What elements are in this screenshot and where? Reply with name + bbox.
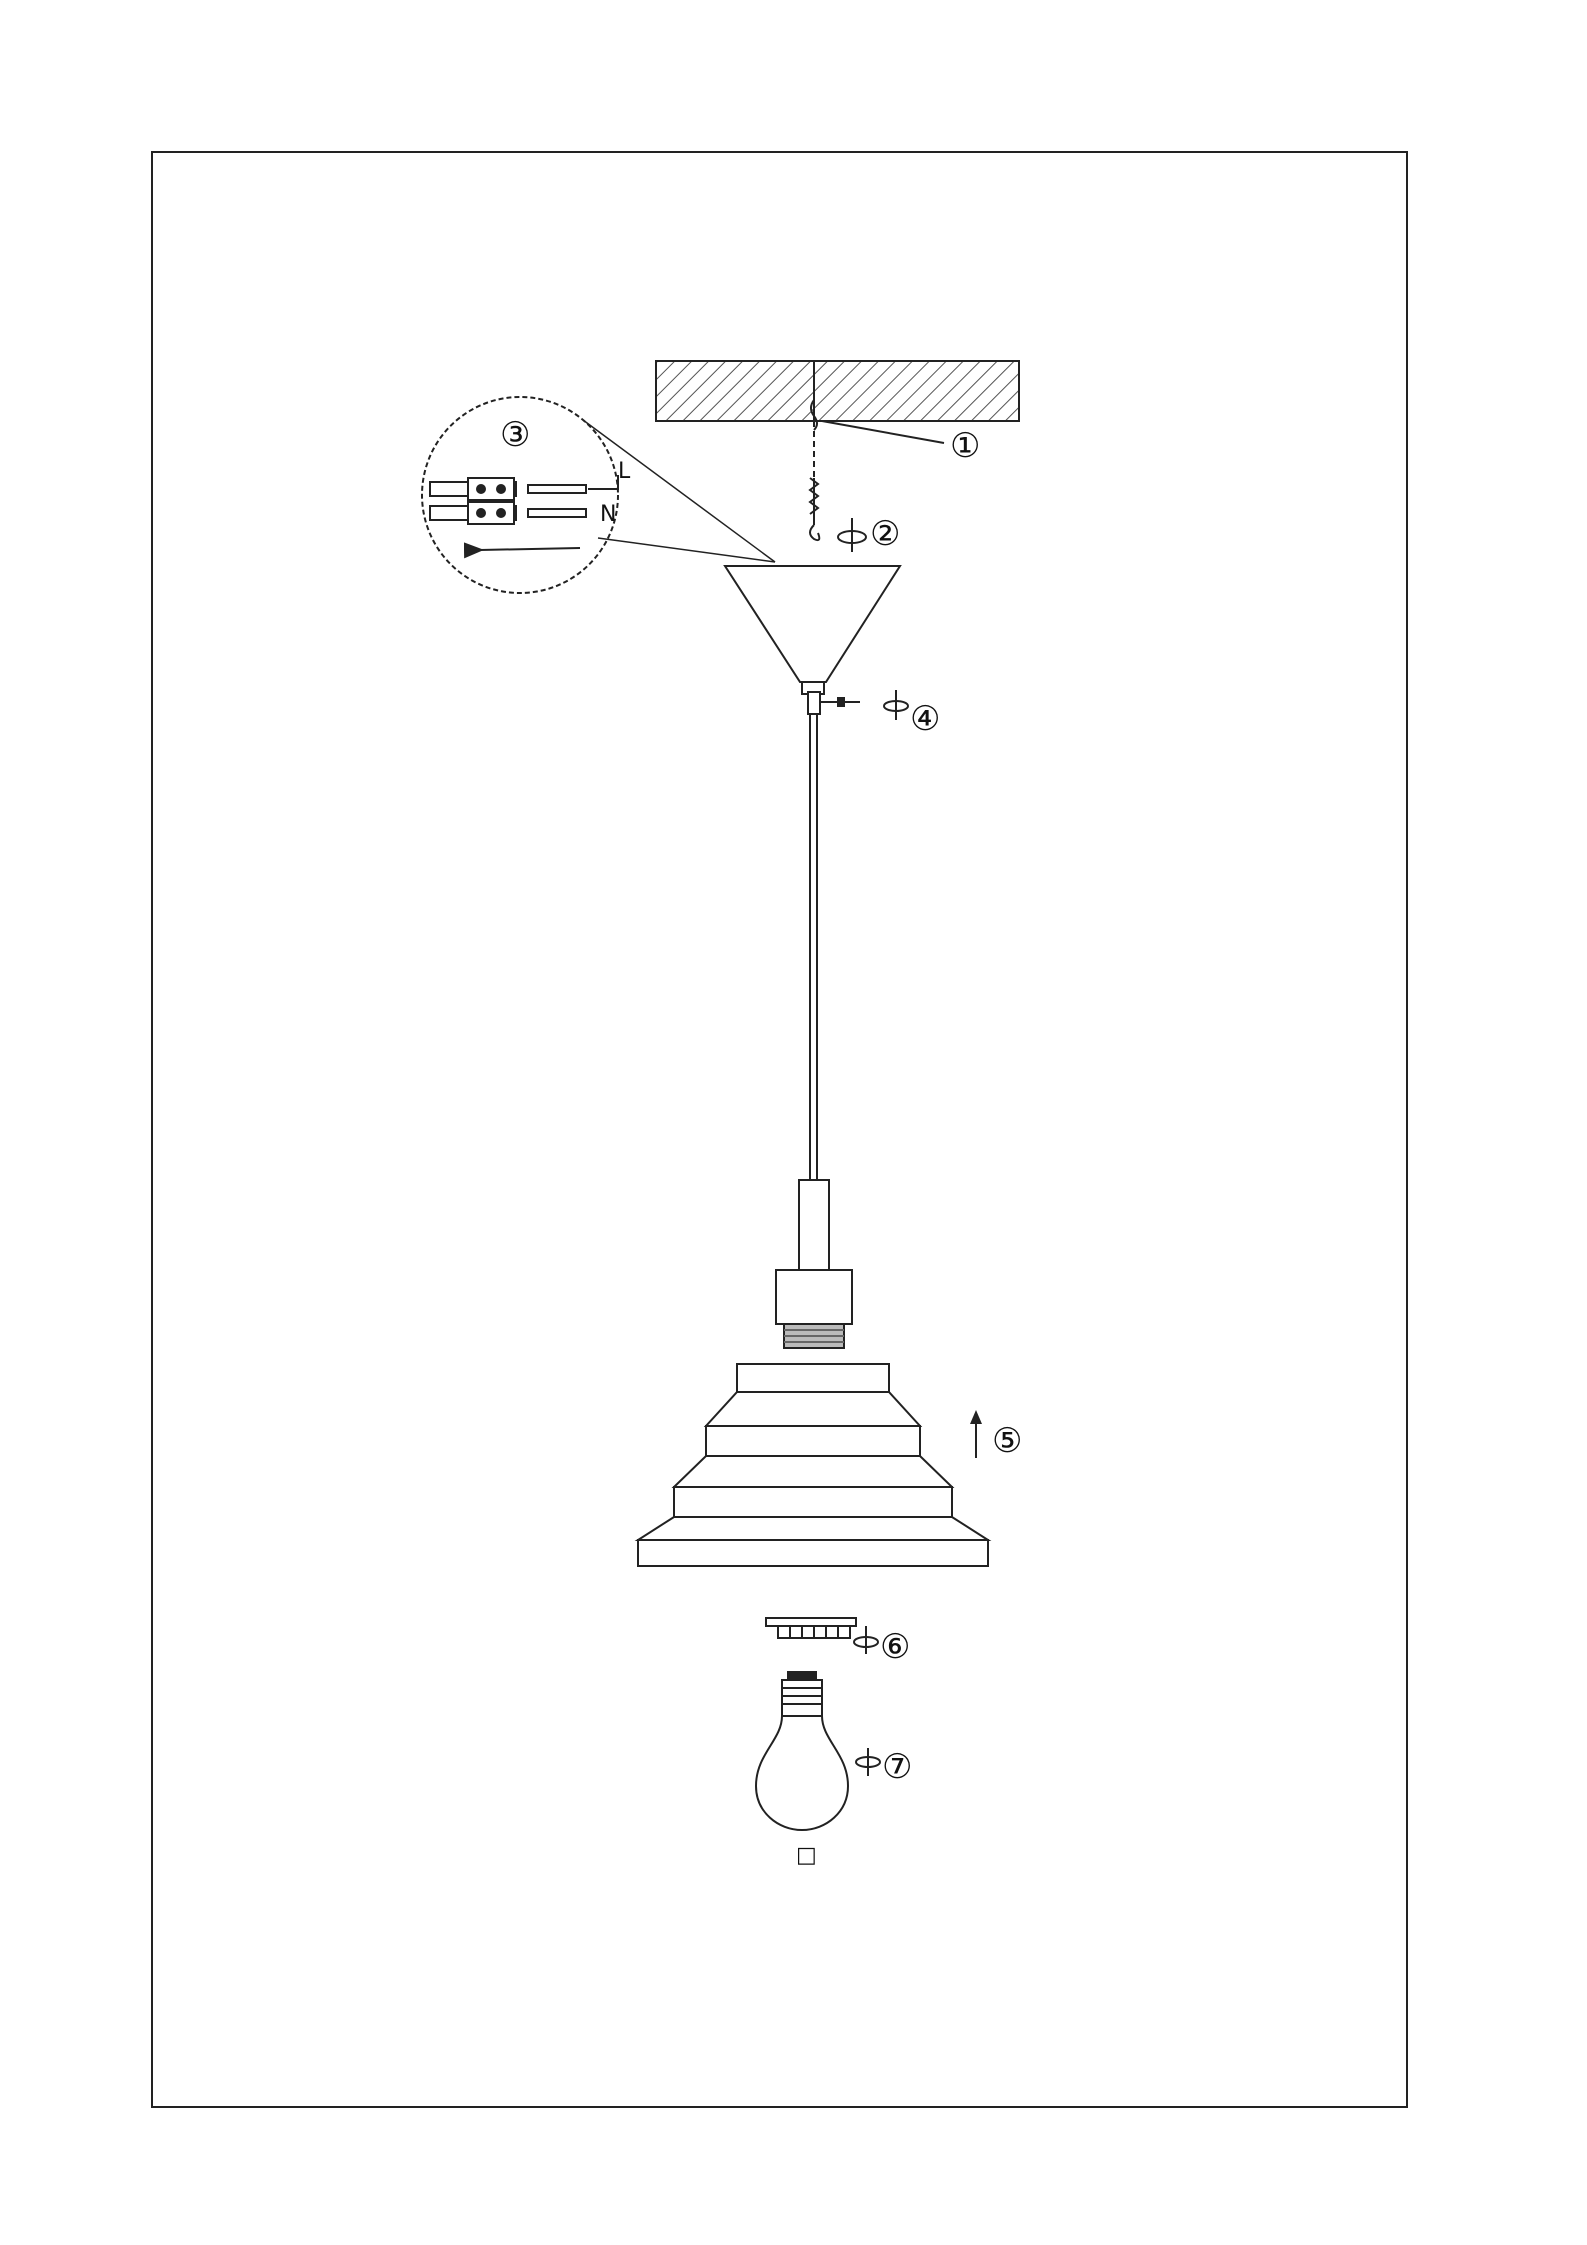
power-cable [810, 714, 817, 1180]
rotate-icon-4 [884, 690, 908, 720]
step-2-label: ② [870, 514, 900, 554]
rotate-icon-2 [838, 518, 866, 552]
step-3-label: ③ [500, 415, 530, 455]
lamp-shade [638, 1364, 988, 1566]
lift-arrow [970, 1410, 982, 1458]
shade-ring [766, 1618, 856, 1638]
step-7-label: ⑦ [882, 1747, 912, 1787]
footer-mark: □ [796, 1843, 817, 1868]
terminal-neutral-letter: N [600, 502, 616, 527]
screw-hook [810, 478, 819, 540]
ceiling [656, 361, 1019, 421]
light-bulb [756, 1672, 848, 1830]
terminal-live-letter: L [618, 459, 631, 484]
lamp-holder [776, 1180, 852, 1348]
step-6-label: ⑥ [880, 1627, 910, 1667]
canopy [725, 566, 900, 694]
rotate-icon-7 [856, 1748, 880, 1776]
step-4-label: ④ [910, 699, 940, 739]
step-5-label: ⑤ [992, 1421, 1022, 1461]
cable-grip-screw [808, 692, 860, 714]
step-1-label: ① [950, 426, 980, 466]
rotate-icon-6 [854, 1626, 878, 1654]
